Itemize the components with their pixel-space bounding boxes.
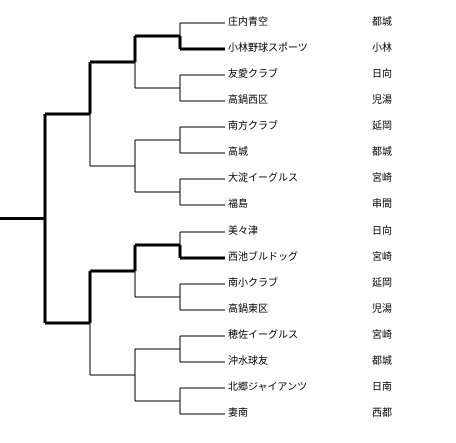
team-name: 北郷ジャイアンツ (228, 382, 308, 393)
team-city: 日向 (372, 226, 392, 237)
team-city: 都城 (372, 147, 392, 158)
team-city: 日向 (372, 69, 392, 80)
team-name: 南方クラブ (228, 121, 278, 132)
team-city: 小林 (372, 43, 392, 54)
team-name: 小林野球スポーツ (228, 43, 308, 54)
team-city: 宮崎 (372, 173, 392, 184)
team-name: 高城 (228, 147, 248, 158)
team-city: 西都 (372, 408, 392, 419)
team-name: 高鍋西区 (228, 95, 268, 106)
team-name: 大淀イーグルス (228, 173, 298, 184)
team-name: 庄内青空 (228, 17, 268, 28)
team-name: 福島 (228, 199, 248, 210)
team-city: 延岡 (372, 278, 392, 289)
team-city: 宮崎 (372, 252, 392, 263)
team-name: 南小クラブ (228, 278, 278, 289)
team-city: 延岡 (372, 121, 392, 132)
team-name: 西池ブルドッグ (228, 252, 298, 263)
team-name: 穂佐イーグルス (228, 330, 298, 341)
team-city: 児湯 (372, 304, 392, 315)
bracket-lines (0, 22, 225, 415)
team-name: 友愛クラブ (228, 69, 278, 80)
team-city: 都城 (372, 17, 392, 28)
team-name: 美々津 (228, 226, 258, 237)
team-name: 沖水球友 (228, 356, 268, 367)
team-city: 日南 (372, 382, 392, 393)
team-name: 妻南 (228, 408, 248, 419)
team-city: 串間 (372, 199, 392, 210)
team-city: 宮崎 (372, 330, 392, 341)
team-name: 高鍋東区 (228, 304, 268, 315)
team-city: 児湯 (372, 95, 392, 106)
team-city: 都城 (372, 356, 392, 367)
